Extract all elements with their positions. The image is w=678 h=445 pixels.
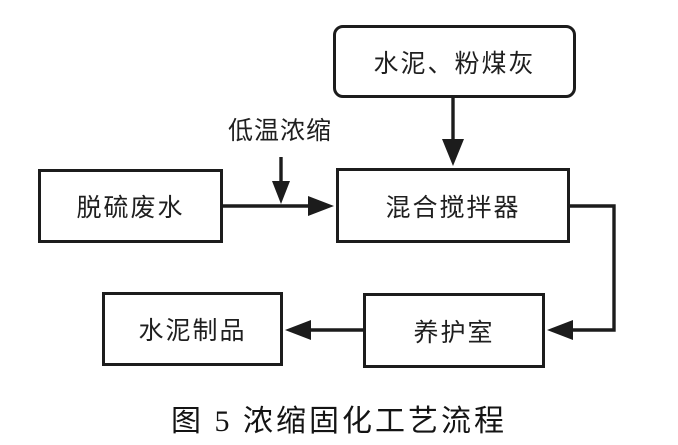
node-curing: 养护室 (363, 293, 545, 368)
node-product-label: 水泥制品 (138, 317, 247, 345)
node-mixer: 混合搅拌器 (336, 168, 570, 243)
node-cement-flyash: 水泥、粉煤灰 (333, 25, 576, 98)
arrow-cement-to-mixer (442, 98, 464, 166)
arrow-mixer-to-curing (547, 204, 616, 340)
node-curing-label: 养护室 (413, 318, 495, 347)
node-cement-flyash-label: 水泥、粉煤灰 (373, 49, 536, 78)
arrow-wastewater-to-mixer (223, 196, 334, 216)
node-wastewater: 脱硫废水 (38, 169, 223, 243)
annotation-low-temp-concentration: 低温浓缩 (227, 117, 332, 145)
node-product: 水泥制品 (102, 292, 283, 366)
figure-caption: 图 5 浓缩固化工艺流程 (171, 405, 507, 438)
node-mixer-label: 混合搅拌器 (385, 193, 521, 222)
arrow-lowtemp-to-inflow (272, 157, 290, 204)
node-wastewater-label: 脱硫废水 (76, 194, 185, 222)
arrow-curing-to-product (285, 320, 363, 340)
